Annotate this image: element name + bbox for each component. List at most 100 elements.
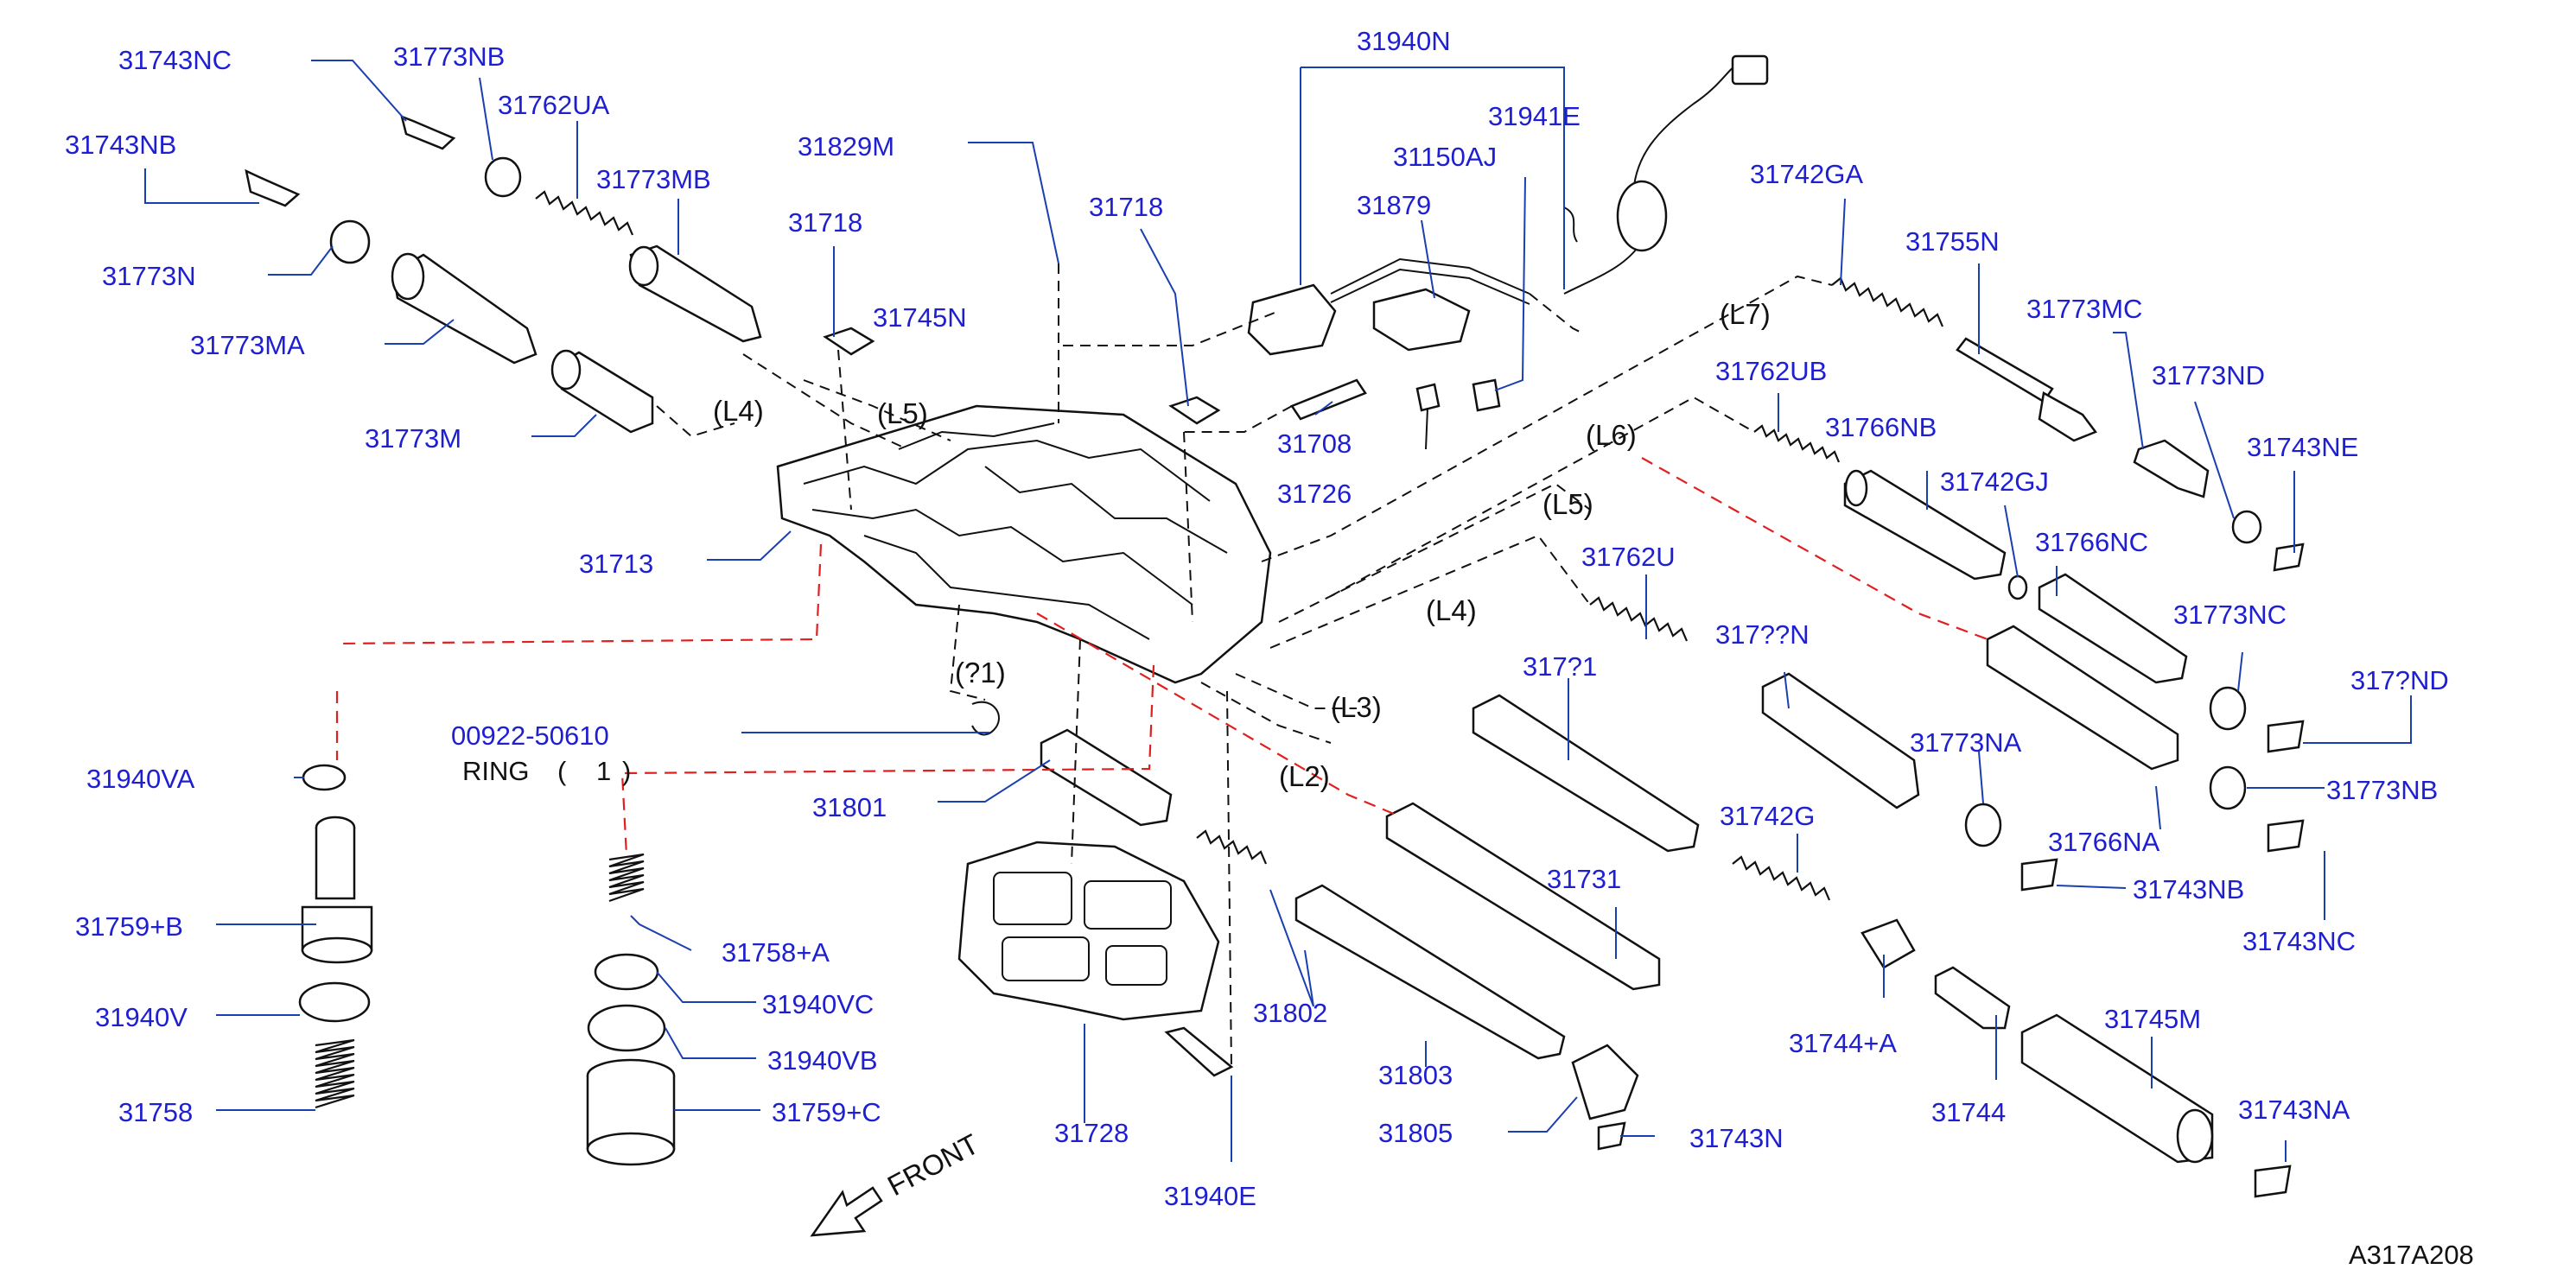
assembly-lines — [656, 263, 1833, 1068]
label-31773MB: 31773MB — [596, 164, 711, 194]
label-31718-a: 31718 — [788, 207, 862, 238]
label-31773NB-right: 31773NB — [2326, 775, 2438, 805]
label-31801: 31801 — [812, 792, 887, 822]
ring-open-paren: ( — [557, 756, 567, 786]
oring-31940VA — [302, 764, 347, 791]
harness-connector-31941E — [1563, 54, 1769, 295]
label-31940V: 31940V — [95, 1002, 188, 1032]
spring-31762UB — [1753, 424, 1841, 463]
label-31762UA: 31762UA — [498, 90, 610, 120]
plate-31718-a — [823, 327, 875, 356]
label-31773NA: 31773NA — [1910, 727, 2022, 758]
valve-31755N — [1956, 337, 2097, 442]
retainer-31743NB-right — [2020, 858, 2058, 892]
label-317-1: 317?1 — [1523, 651, 1597, 682]
plate-31718-b — [1168, 396, 1221, 425]
valve-31766NB — [1843, 469, 2007, 581]
retainer-31743N — [1597, 1121, 1626, 1151]
label-31758A: 31758+A — [722, 937, 830, 968]
spring-31742G — [1732, 855, 1831, 901]
tag-L5-a: (L5) — [877, 397, 928, 429]
spring-31802 — [1196, 829, 1268, 865]
part-labels: 31743NC 31773NB 31762UA 31743NB 31773MB … — [65, 26, 2449, 1211]
label-31743NC-top: 31743NC — [118, 45, 232, 75]
ring-text: RING — [462, 756, 530, 786]
label-31744: 31744 — [1931, 1097, 2006, 1127]
label-31742G: 31742G — [1720, 801, 1815, 831]
sleeve-31773M — [550, 349, 654, 434]
label-31803: 31803 — [1378, 1060, 1453, 1090]
valve-317-1 — [1472, 694, 1700, 853]
label-31731: 31731 — [1547, 864, 1621, 894]
label-00922-50610: 00922-50610 — [451, 720, 609, 751]
red-assembly-lines — [335, 457, 1988, 856]
ring-00922-50610 — [971, 701, 1000, 736]
valve-31773MB — [628, 244, 762, 343]
plug-31805 — [1571, 1044, 1639, 1120]
label-31941E: 31941E — [1488, 101, 1581, 131]
valve-317-N — [1761, 672, 1920, 809]
retainer-31743NE — [2273, 543, 2305, 572]
valve-31731 — [1385, 802, 1661, 991]
label-31759B: 31759+B — [75, 911, 183, 942]
retainer-31743NC-right — [2267, 819, 2305, 853]
oring-31940V — [298, 981, 371, 1023]
label-31150AJ: 31150AJ — [1393, 142, 1497, 172]
label-ring: RING ( 1 ) — [462, 756, 631, 786]
bolt-31150AJ — [1472, 378, 1501, 412]
front-arrow — [810, 1186, 883, 1237]
label-31745N: 31745N — [873, 302, 967, 333]
spring-31758 — [315, 1038, 355, 1109]
oring-31940VB — [587, 1004, 666, 1052]
label-31773NB-top: 31773NB — [393, 41, 505, 72]
oring-31940VC — [594, 953, 659, 991]
accumulator-piston-31759B — [301, 816, 373, 964]
tag-L7: (L7) — [1720, 298, 1771, 330]
clip-31940E — [1164, 1026, 1234, 1077]
valve-31744 — [1934, 966, 2011, 1030]
plug-31773NB-top — [484, 156, 522, 198]
ring-31742GJ — [2007, 574, 2028, 600]
ring-close-paren: ) — [622, 756, 631, 786]
plug-31773NB-right — [2209, 765, 2247, 810]
bracket-31879 — [1372, 288, 1471, 352]
label-31708: 31708 — [1277, 428, 1352, 459]
tag-L6: (L6) — [1586, 419, 1637, 451]
label-31773ND: 31773ND — [2152, 360, 2265, 390]
label-31758: 31758 — [118, 1097, 193, 1127]
tag-L4-b: (L4) — [1426, 594, 1477, 626]
label-31766NB: 31766NB — [1825, 412, 1937, 442]
retainer-317-ND — [2267, 720, 2305, 753]
retainer-31743NB-top — [245, 168, 301, 207]
sleeve-31745M — [2020, 1013, 2214, 1164]
label-31718-b: 31718 — [1089, 192, 1163, 222]
bolt-31708 — [1290, 378, 1367, 421]
spring-31762U — [1589, 596, 1689, 642]
tag-L2: (L2) — [1279, 760, 1330, 792]
label-31940VA: 31940VA — [86, 764, 195, 794]
leader-lines — [144, 60, 2412, 1162]
label-31744A: 31744+A — [1789, 1028, 1897, 1058]
spring-31758A — [608, 853, 645, 903]
label-31743NC-right: 31743NC — [2242, 926, 2356, 956]
spring-31762UA — [535, 190, 634, 236]
solenoid-assembly-31940N — [1247, 257, 1530, 356]
valve-31766NA — [1986, 625, 2179, 771]
label-31743NB-top: 31743NB — [65, 130, 176, 160]
accumulator-piston-31759C — [586, 1058, 676, 1166]
plug-31773N — [329, 219, 371, 264]
valve-body-31713 — [776, 404, 1272, 684]
retainer-31743NA — [2254, 1165, 2292, 1198]
plug-31773NA — [1964, 803, 2002, 847]
label-31759C: 31759+C — [772, 1097, 881, 1127]
label-31766NA: 31766NA — [2048, 827, 2160, 857]
diagram-code: A317A208 — [2349, 1240, 2474, 1270]
plug-31773NC — [2209, 686, 2247, 731]
line-tags: (L7) (L6) (L5) (L5) (L4) (L4) (L3) (L2) … — [713, 298, 1771, 792]
label-31802: 31802 — [1253, 998, 1327, 1028]
label-31940VB: 31940VB — [767, 1045, 878, 1076]
label-317-N: 317??N — [1715, 619, 1810, 650]
label-31762UB: 31762UB — [1715, 356, 1827, 386]
label-31743NA: 31743NA — [2238, 1095, 2350, 1125]
